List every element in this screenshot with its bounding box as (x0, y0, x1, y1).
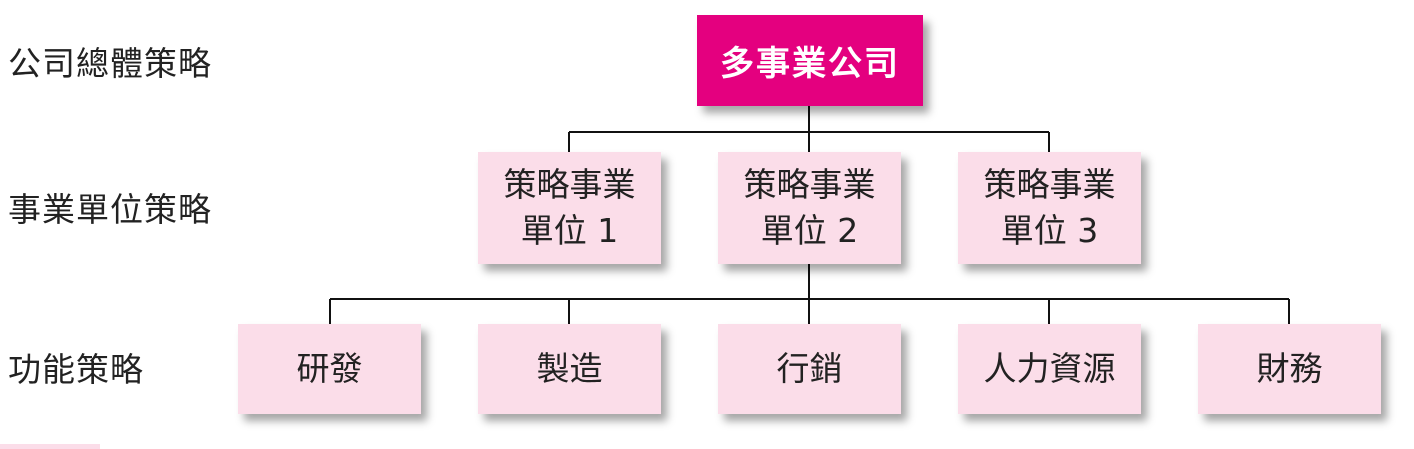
function-box-5: 財務 (1198, 324, 1381, 414)
root-node-label: 多事業公司 (720, 44, 900, 84)
business-unit-1-line1: 策略事業 (503, 165, 636, 204)
level-label-business: 事業單位策略 (8, 190, 212, 229)
business-unit-1: 策略事業 單位 1 (478, 152, 661, 264)
level-label-functional: 功能策略 (8, 350, 144, 389)
business-unit-3: 策略事業 單位 3 (958, 152, 1141, 264)
function-box-4: 人力資源 (958, 324, 1141, 414)
business-unit-3-line2: 單位 3 (1000, 211, 1099, 250)
root-node: 多事業公司 (697, 15, 923, 106)
function-label-5: 財務 (1256, 349, 1323, 388)
function-label-4: 人力資源 (983, 349, 1116, 388)
business-unit-3-line1: 策略事業 (983, 165, 1116, 204)
function-box-2: 製造 (478, 324, 661, 414)
function-label-1: 研發 (296, 349, 363, 388)
business-unit-2-line1: 策略事業 (743, 165, 876, 204)
function-label-3: 行銷 (776, 349, 843, 388)
business-unit-2-line2: 單位 2 (760, 211, 859, 250)
business-unit-2: 策略事業 單位 2 (718, 152, 901, 264)
function-label-2: 製造 (536, 349, 603, 388)
decorative-corner-bar (0, 444, 100, 449)
function-box-3: 行銷 (718, 324, 901, 414)
function-box-1: 研發 (238, 324, 421, 414)
level-label-corporate: 公司總體策略 (8, 44, 212, 83)
business-unit-1-line2: 單位 1 (520, 211, 619, 250)
